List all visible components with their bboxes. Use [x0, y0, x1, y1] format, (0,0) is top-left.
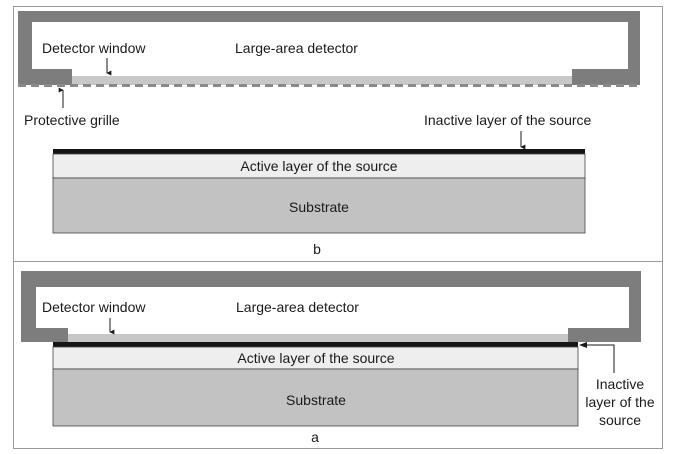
panel-a-detector-body: [21, 271, 641, 342]
panel-a-detector-window: [68, 334, 568, 342]
panel-a-inactive-label-line-2: layer of the: [585, 394, 654, 410]
panel-b-grille-label: Protective grille: [24, 112, 120, 128]
panel-b-detector-label: Large-area detector: [235, 40, 358, 56]
panel-b-detector-body: [18, 11, 640, 85]
panel-a-inactive-arrowhead: [579, 342, 587, 348]
panel-a-detector-label: Large-area detector: [236, 299, 359, 315]
panel-b-substrate: [52, 177, 586, 234]
panel-a-letter: a: [311, 429, 319, 445]
panel-b: Detector window Large-area detector Prot…: [13, 6, 663, 262]
panel-b-detector-window-label: Detector window: [42, 40, 146, 56]
panel-a-detector-window-label: Detector window: [42, 299, 146, 315]
panel-b-substrate-label: Substrate: [289, 199, 349, 215]
panel-a-inactive-arrow: [584, 344, 615, 373]
panel-a-inactive-layer: [53, 342, 578, 347]
panel-b-active-label: Active layer of the source: [240, 158, 397, 174]
panel-b-inactive-layer: [53, 149, 585, 154]
panel-a-inactive-label-line-1: Inactive: [596, 376, 644, 392]
panel-a-substrate: [52, 368, 579, 427]
panel-b-letter: b: [313, 241, 321, 257]
panel-a-inactive-label-line-3: source: [599, 412, 641, 428]
panel-a-active-label: Active layer of the source: [237, 350, 394, 366]
panel-a-substrate-label: Substrate: [286, 392, 346, 408]
panel-b-detector-window: [72, 76, 572, 85]
panel-a: Detector window Large-area detector Acti…: [13, 261, 663, 449]
panel-b-inactive-label: Inactive layer of the source: [424, 112, 592, 128]
